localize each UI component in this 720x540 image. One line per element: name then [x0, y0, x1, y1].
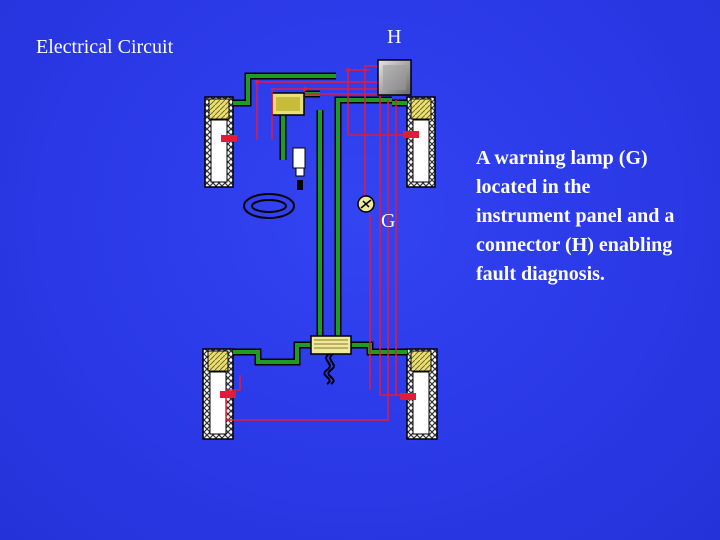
description-line: A warning lamp (G) [476, 147, 648, 169]
hydraulic-modulator [310, 335, 352, 385]
description: A warning lamp (G) located in the instru… [476, 144, 716, 289]
connector-label: H [387, 26, 402, 48]
sensor-ring [243, 193, 295, 219]
wire-junctions [255, 68, 350, 91]
wheel-sensors [220, 131, 419, 400]
diagnostic-connector [377, 59, 412, 96]
valve-block [271, 92, 305, 116]
description-line: located in the [476, 176, 591, 198]
description-line: fault diagnosis. [476, 263, 605, 285]
warning-lamp-label: G [381, 210, 396, 232]
brake-front-right [406, 96, 436, 188]
pressure-switch [292, 147, 306, 190]
slide-title: Electrical Circuit [36, 36, 174, 58]
warning-lamp [357, 195, 375, 213]
electrical-wires [225, 65, 407, 421]
description-line: instrument panel and a [476, 205, 675, 227]
description-line: connector (H) enabling [476, 234, 673, 256]
